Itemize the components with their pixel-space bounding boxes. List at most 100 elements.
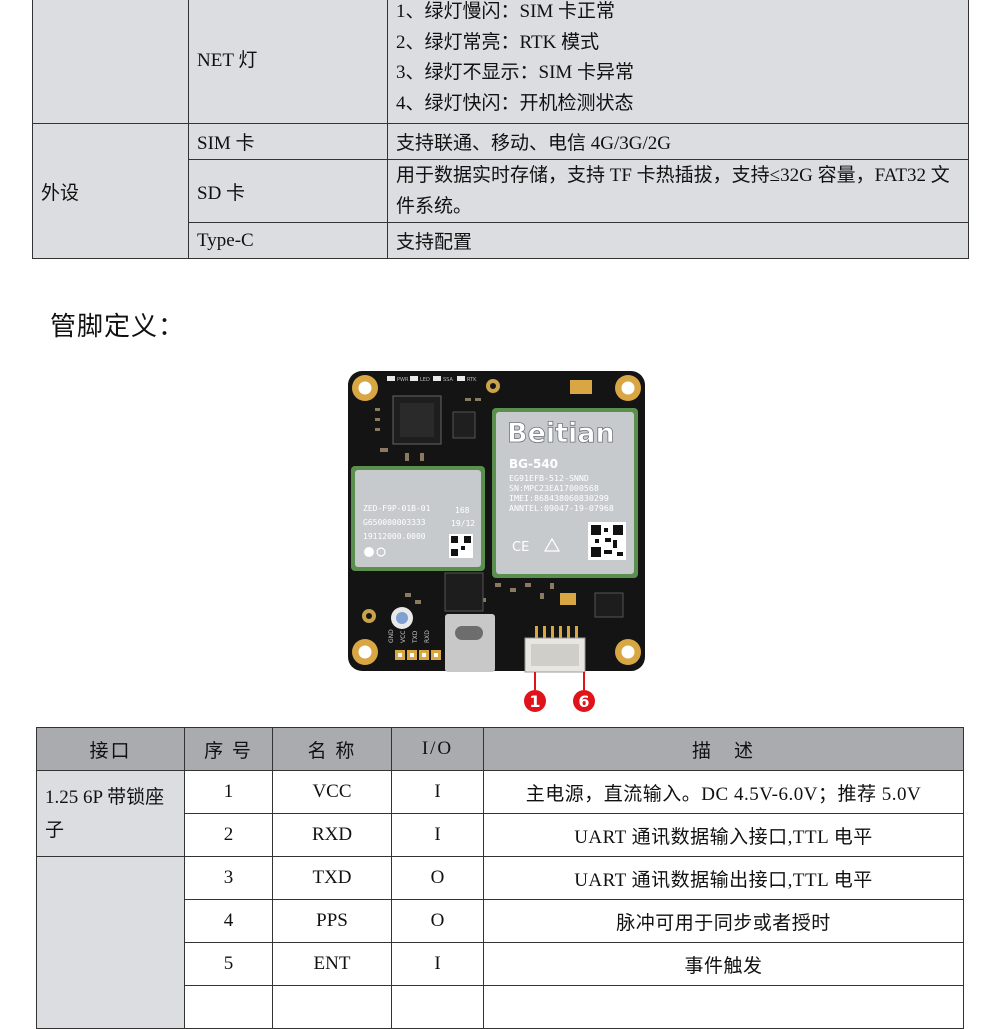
pin-description xyxy=(483,985,964,1029)
table-row: 4 PPS O 脉冲可用于同步或者授时 xyxy=(37,899,964,943)
pin-label: GND xyxy=(388,629,395,643)
qr-code-icon xyxy=(588,522,626,560)
peripherals-label: 外设 xyxy=(32,123,189,259)
gnss-line: 19112000.0000 xyxy=(363,532,426,541)
table-row: 2 RXD I UART 通讯数据输入接口,TTL 电平 xyxy=(37,813,964,857)
pin-name xyxy=(272,985,392,1029)
callout-6-label: 6 xyxy=(578,692,589,711)
sim-description: 支持联通、移动、电信 4G/3G/2G xyxy=(387,123,969,160)
gnss-line: G650000003333 xyxy=(363,518,426,527)
net-line: 3、绿灯不显示：SIM 卡异常 xyxy=(396,62,635,83)
pin-io: I xyxy=(391,813,484,857)
gnss-side: 19/12 xyxy=(451,519,475,528)
pin-label: RXD xyxy=(424,630,431,643)
capacitor xyxy=(560,593,576,605)
pin-number: 2 xyxy=(184,813,273,857)
pin-definition-heading: 管脚定义： xyxy=(50,312,186,342)
callout-1-badge xyxy=(524,690,546,712)
module-labels: EG91EFB-512-SNND SN:MPC23EA17000568 IMEI… xyxy=(509,473,614,513)
spec-table: NET 灯 1、绿灯慢闪：SIM 卡正常 2、绿灯常亮：RTK 模式 3、绿灯不… xyxy=(32,0,969,259)
net-line: 4、绿灯快闪：开机检测状态 xyxy=(396,92,634,114)
interface-cell: 1.25 6P 带锁座子 xyxy=(36,770,185,857)
pin-description: 脉冲可用于同步或者授时 xyxy=(483,899,964,943)
module-line: EG91EFB-512-SNND xyxy=(509,473,589,483)
net-led-description: 1、绿灯慢闪：SIM 卡正常 2、绿灯常亮：RTK 模式 3、绿灯不显示：SIM… xyxy=(387,0,969,124)
pin-number: 4 xyxy=(184,899,273,943)
pin-io: O xyxy=(391,899,484,943)
sd-description: 用于数据实时存储，支持 TF 卡热插拔，支持≤32G 容量，FAT32 文件系统… xyxy=(387,159,969,223)
usb-type-c-connector xyxy=(445,614,495,672)
header-pins xyxy=(395,650,441,660)
typec-label: Type-C xyxy=(188,222,388,259)
potentiometer xyxy=(391,607,413,629)
module-line: ANNTEL:09047-19-07968 xyxy=(509,503,614,513)
pin-callouts: 1 6 xyxy=(524,672,595,712)
led-label: PWR xyxy=(397,377,409,383)
net-led-row: NET 灯 1、绿灯慢闪：SIM 卡正常 2、绿灯常亮：RTK 模式 3、绿灯不… xyxy=(32,0,969,124)
gnss-line: ZED-F9P-01B-01 xyxy=(363,504,431,513)
sd-row: SD 卡 用于数据实时存储，支持 TF 卡热插拔，支持≤32G 容量，FAT32… xyxy=(33,159,969,223)
pin-number: 5 xyxy=(184,942,273,986)
gnss-side: 168 xyxy=(455,506,470,515)
cert-triangle-icon xyxy=(543,537,561,552)
pin-name: ENT xyxy=(272,942,392,986)
pin-name: TXD xyxy=(272,856,392,900)
board-svg: PWR LED SSA RTK Beitian BG-540 EG91EFB-5… xyxy=(348,371,645,712)
pin-number: 1 xyxy=(184,770,273,814)
header-description: 描 述 xyxy=(483,727,964,771)
pin-table: 接口 序 号 名 称 I/O 描 述 1.25 6P 带锁座子 1 VCC I … xyxy=(36,727,964,1029)
pin-number xyxy=(184,985,273,1029)
module-model: BG-540 xyxy=(509,457,558,471)
sim-row: 外设 SIM 卡 支持联通、移动、电信 4G/3G/2G xyxy=(32,123,969,259)
pin-table-header: 接口 序 号 名 称 I/O 描 述 xyxy=(36,727,964,771)
typec-description: 支持配置 xyxy=(387,222,969,259)
pin-name: PPS xyxy=(272,899,392,943)
cellular-module: Beitian BG-540 EG91EFB-512-SNND SN:MPC23… xyxy=(492,408,638,578)
pin-name: VCC xyxy=(272,770,392,814)
led-label: SSA xyxy=(443,377,453,383)
pin-io xyxy=(391,985,484,1029)
brand-logo: Beitian xyxy=(507,418,615,449)
board-illustration: PWR LED SSA RTK Beitian BG-540 EG91EFB-5… xyxy=(345,368,647,716)
led-label: RTK xyxy=(467,377,477,383)
led-labels: PWR LED SSA RTK xyxy=(397,377,477,383)
header-io: I/O xyxy=(391,727,484,771)
pin-description: UART 通讯数据输出接口,TTL 电平 xyxy=(483,856,964,900)
pin-description: 主电源，直流输入。DC 4.5V-6.0V；推荐 5.0V xyxy=(483,770,964,814)
typec-row: Type-C 支持配置 xyxy=(33,222,969,259)
empty-cell xyxy=(32,0,189,124)
ce-mark: CE xyxy=(512,540,529,555)
mcu-chip xyxy=(392,395,442,445)
pin-description: 事件触发 xyxy=(483,942,964,986)
interface-cell xyxy=(36,856,185,1029)
pin-name: RXD xyxy=(272,813,392,857)
header-name: 名 称 xyxy=(272,727,392,771)
header-number: 序 号 xyxy=(184,727,273,771)
gnss-module: ZED-F9P-01B-01 G650000003333 19112000.00… xyxy=(351,466,485,571)
six-pin-connector xyxy=(524,626,586,673)
pin-number: 3 xyxy=(184,856,273,900)
capacitor xyxy=(570,380,592,394)
pin-labels: GND VCC TXD RXD xyxy=(388,629,431,644)
status-leds xyxy=(387,376,465,381)
marker-icon xyxy=(376,547,386,557)
callout-6-badge xyxy=(573,690,595,712)
header-interface: 接口 xyxy=(36,727,185,771)
net-line: 2、绿灯常亮：RTK 模式 xyxy=(396,31,600,53)
gnss-labels: ZED-F9P-01B-01 G650000003333 19112000.00… xyxy=(363,504,475,541)
callout-1-label: 1 xyxy=(529,692,540,711)
antenna-connectors xyxy=(362,379,500,623)
pin-description: UART 通讯数据输入接口,TTL 电平 xyxy=(483,813,964,857)
module-line: IMEI:868438060830299 xyxy=(509,493,609,503)
pin-label: VCC xyxy=(400,631,407,643)
pin-label: TXD xyxy=(412,630,419,644)
module-line: SN:MPC23EA17000568 xyxy=(509,483,599,493)
sd-label: SD 卡 xyxy=(188,159,388,223)
table-row: 1.25 6P 带锁座子 1 VCC I 主电源，直流输入。DC 4.5V-6.… xyxy=(36,770,964,857)
sim-label: SIM 卡 xyxy=(188,123,388,160)
table-row: 3 TXD O UART 通讯数据输出接口,TTL 电平 xyxy=(36,856,964,1029)
qr-code-icon xyxy=(449,534,473,558)
pin-io: I xyxy=(391,770,484,814)
net-line: 1、绿灯慢闪：SIM 卡正常 xyxy=(396,1,616,22)
marker-icon xyxy=(364,547,374,557)
